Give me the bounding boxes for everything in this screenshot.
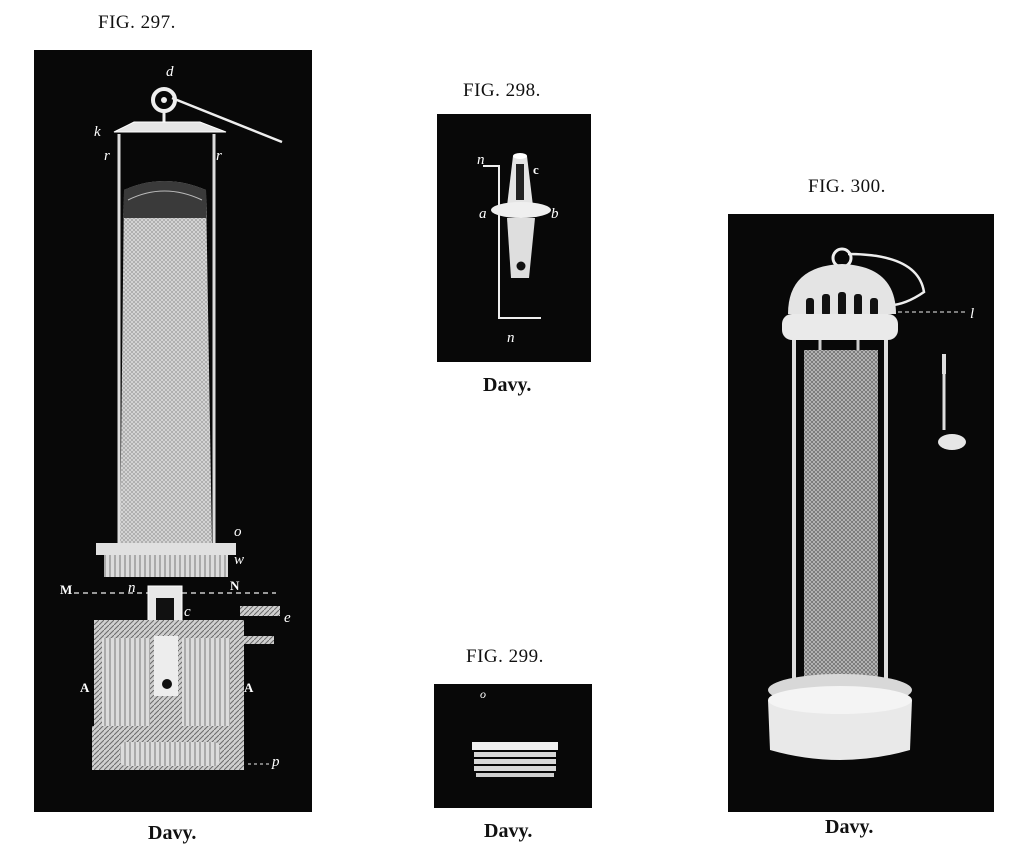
- fig-300-caption: FIG. 300.: [808, 176, 886, 197]
- lamp-base: [768, 700, 912, 760]
- fig-298-panel: n c a b n: [437, 114, 591, 362]
- label-w: w: [234, 552, 244, 568]
- fig-297-panel: d k r r o w M n N c e A A p: [34, 50, 312, 812]
- top-ring: [782, 314, 898, 340]
- fig-297-lamp-section-drawing: d k r r o w M n N c e A A p: [60, 64, 291, 770]
- fig-297-subcaption: Davy.: [148, 822, 197, 844]
- label-n-bottom: n: [507, 330, 515, 346]
- gauze-cylinder: [120, 181, 212, 545]
- label-k: k: [94, 124, 101, 140]
- label-A-right: A: [244, 680, 254, 695]
- fig-300-lamp-drawing: l: [768, 247, 974, 760]
- label-r-right: r: [216, 148, 222, 164]
- label-o: o: [234, 524, 242, 540]
- fig-300-panel: l: [728, 214, 994, 812]
- collar-ring: [96, 543, 236, 555]
- lamp-dome: [788, 264, 896, 314]
- label-b: b: [551, 206, 559, 222]
- label-r-left: r: [104, 148, 110, 164]
- label-n: n: [128, 580, 136, 596]
- label-o: o: [480, 687, 486, 701]
- label-c: c: [184, 604, 191, 620]
- flange: [491, 202, 551, 218]
- fig-298-wick-holder-drawing: n c a b n: [477, 152, 559, 346]
- wire-n: [483, 165, 541, 319]
- label-a: a: [479, 206, 487, 222]
- label-d: d: [166, 64, 174, 80]
- gauze-cylinder: [804, 350, 878, 686]
- fig-299-caption: FIG. 299.: [466, 646, 544, 667]
- fig-300-subcaption: Davy.: [825, 816, 874, 838]
- label-M: M: [60, 582, 72, 597]
- fig-299-coil-drawing: o: [472, 687, 558, 777]
- fig-297-caption: FIG. 297.: [98, 12, 176, 33]
- label-A-left: A: [80, 680, 90, 695]
- fig-299-subcaption: Davy.: [484, 820, 533, 842]
- fig-299-panel: o: [434, 684, 592, 808]
- label-l: l: [970, 306, 974, 322]
- label-n-top: n: [477, 152, 485, 168]
- label-N: N: [230, 578, 240, 593]
- fig-298-subcaption: Davy.: [483, 374, 532, 396]
- fig-298-caption: FIG. 298.: [463, 80, 541, 101]
- top-plate: [113, 121, 227, 133]
- label-e: e: [284, 610, 291, 626]
- label-c: c: [533, 162, 539, 177]
- label-p: p: [271, 754, 280, 770]
